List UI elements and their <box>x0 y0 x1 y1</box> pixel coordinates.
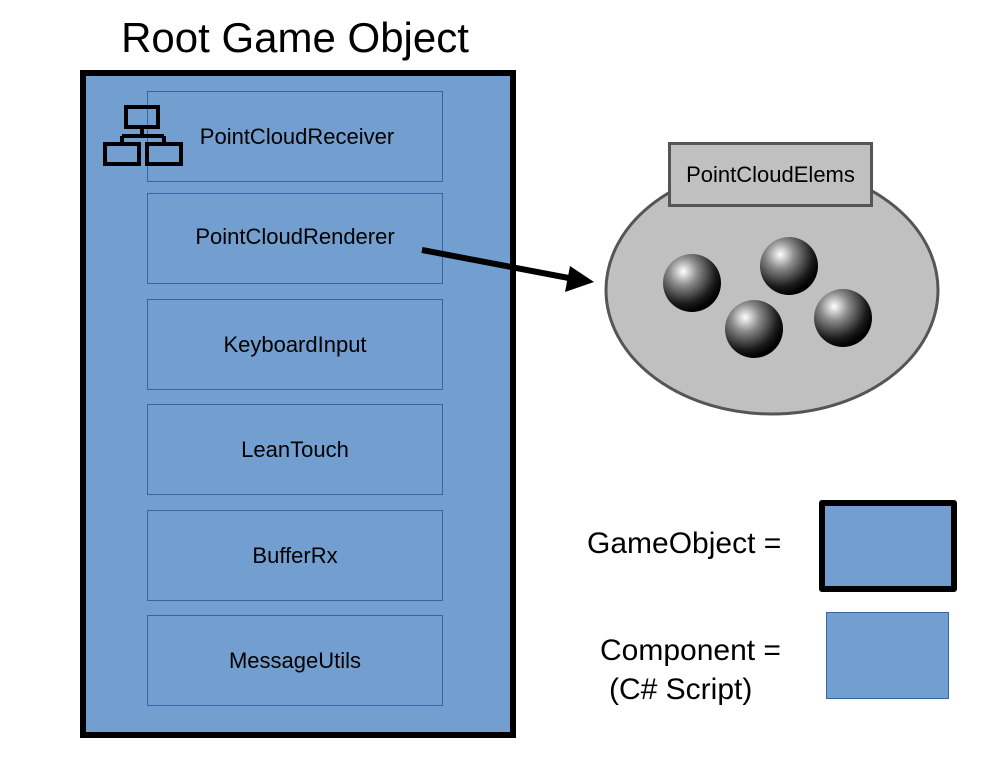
legend-component-sublabel: (C# Script) <box>609 673 753 706</box>
component-message-utils: MessageUtils <box>147 615 443 706</box>
component-label: PointCloudReceiver <box>199 123 395 149</box>
point-sphere <box>725 300 783 358</box>
point-sphere <box>760 237 818 295</box>
component-label: KeyboardInput <box>223 331 367 357</box>
legend-component-label: Component = <box>600 634 781 667</box>
point-sphere <box>663 254 721 312</box>
network-icon <box>103 105 183 166</box>
legend-gameobject-swatch <box>819 500 957 592</box>
component-label: PointCloudRenderer <box>195 223 395 249</box>
component-point-cloud-receiver: PointCloudReceiver <box>147 91 443 182</box>
component-point-cloud-renderer: PointCloudRenderer <box>147 193 443 284</box>
component-label: BufferRx <box>252 542 338 568</box>
component-lean-touch: LeanTouch <box>147 404 443 495</box>
root-game-object-title: Root Game Object <box>121 14 469 61</box>
point-sphere <box>814 289 872 347</box>
component-keyboard-input: KeyboardInput <box>147 299 443 390</box>
point-cloud-elems-label: PointCloudElems <box>668 142 873 207</box>
cluster-label-text: PointCloudElems <box>686 161 855 187</box>
component-label: LeanTouch <box>241 436 349 462</box>
component-buffer-rx: BufferRx <box>147 510 443 601</box>
legend-component-swatch <box>826 612 949 699</box>
legend-gameobject-label: GameObject = <box>587 527 782 560</box>
component-label: MessageUtils <box>228 647 362 673</box>
